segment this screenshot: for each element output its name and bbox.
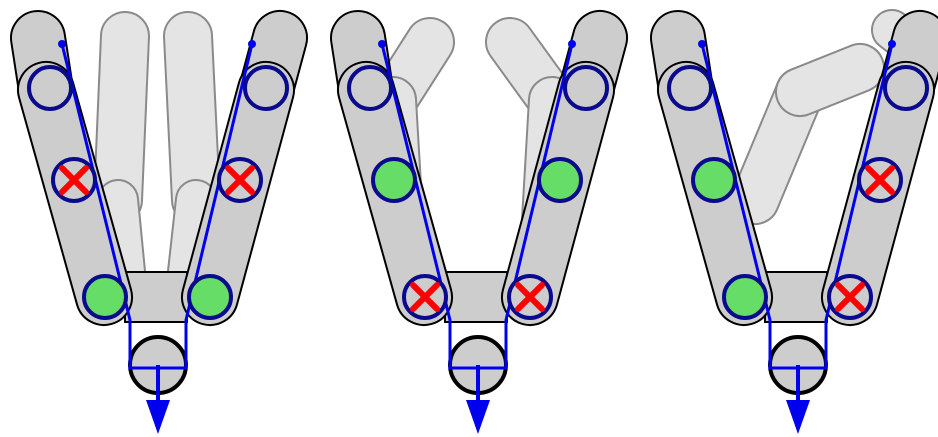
- gripper-panel-2: [330, 10, 628, 434]
- joint-ring: [722, 274, 768, 320]
- right-middle-joint: [857, 157, 903, 203]
- palm: [764, 271, 828, 323]
- down-arrow-icon: [146, 365, 170, 434]
- down-arrow-icon: [466, 365, 490, 434]
- palm: [124, 271, 188, 323]
- joint-ring: [82, 274, 128, 320]
- left-proximal-joint: [722, 274, 768, 320]
- right-proximal-joint: [827, 274, 873, 320]
- ghost-link: [775, 43, 886, 117]
- joint-ring: [187, 274, 233, 320]
- joint-ring: [563, 65, 609, 111]
- down-arrow-icon: [786, 365, 810, 434]
- joint-ring: [883, 65, 929, 111]
- left-proximal-joint: [402, 274, 448, 320]
- right-distal-joint: [563, 65, 609, 111]
- red-x-icon-stroke: [225, 165, 255, 195]
- right-distal-joint: [243, 65, 289, 111]
- right-proximal-joint: [507, 274, 553, 320]
- gripper-panel-3: [650, 8, 938, 434]
- left-distal-joint: [667, 65, 713, 111]
- tendon-anchor-right: [248, 40, 256, 48]
- joints: [347, 65, 609, 320]
- joint-ring: [371, 157, 417, 203]
- tendon-anchor-left: [378, 40, 386, 48]
- left-proximal-joint: [82, 274, 128, 320]
- right-middle-joint: [217, 157, 263, 203]
- red-x-icon-stroke: [59, 165, 89, 195]
- left-distal-joint: [347, 65, 393, 111]
- left-distal-joint: [27, 65, 73, 111]
- tendon-anchor-right: [888, 40, 896, 48]
- tendon-anchor-left: [698, 40, 706, 48]
- arrow-head: [146, 400, 170, 434]
- joint-ring: [27, 65, 73, 111]
- joint-ring: [691, 157, 737, 203]
- joint-ring: [243, 65, 289, 111]
- right-proximal-joint: [187, 274, 233, 320]
- right-distal-joint: [883, 65, 929, 111]
- arrow-head: [786, 400, 810, 434]
- gripper-panel-1: [10, 10, 308, 434]
- left-middle-joint: [371, 157, 417, 203]
- left-middle-joint: [51, 157, 97, 203]
- left-middle-joint: [691, 157, 737, 203]
- joints: [667, 65, 929, 320]
- palm: [444, 271, 508, 323]
- joints: [27, 65, 289, 320]
- red-x-icon-stroke: [835, 282, 865, 312]
- right-middle-joint: [537, 157, 583, 203]
- joint-ring: [347, 65, 393, 111]
- red-x-icon-stroke: [410, 282, 440, 312]
- tendon-anchor-right: [568, 40, 576, 48]
- tendon-anchor-left: [58, 40, 66, 48]
- joint-ring: [667, 65, 713, 111]
- red-x-icon-stroke: [865, 165, 895, 195]
- arrow-head: [466, 400, 490, 434]
- red-x-icon-stroke: [515, 282, 545, 312]
- joint-ring: [537, 157, 583, 203]
